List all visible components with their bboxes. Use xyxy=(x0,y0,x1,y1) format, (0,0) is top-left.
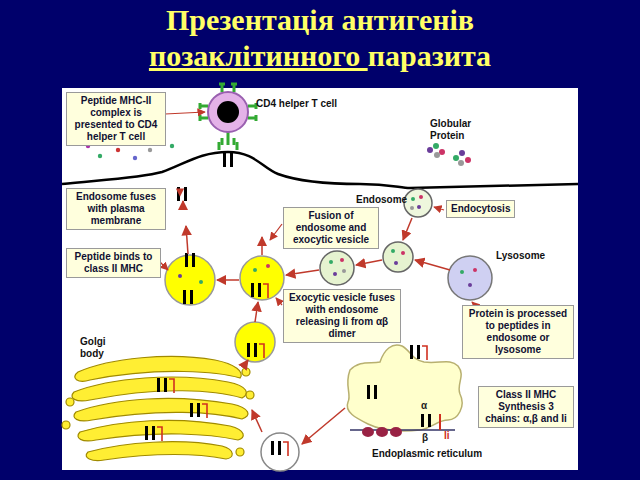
box-text: Endosome fuses with plasma membrane xyxy=(71,191,161,227)
pointer-arrows xyxy=(160,112,475,305)
t-cell xyxy=(200,84,256,167)
callout-box: Exocytic vesicle fuses with endosome rel… xyxy=(283,289,401,343)
part-label: Endoplasmic reticulum xyxy=(372,448,502,460)
part-label: CD4 helper T cell xyxy=(256,98,366,110)
callout-box: Protein is processed to peptides in endo… xyxy=(462,305,574,359)
part-label: Golgi body xyxy=(80,336,120,360)
part-label: Endosome xyxy=(356,194,410,206)
box-text: Endocytosis xyxy=(451,203,510,215)
box-text: Protein is processed to peptides in endo… xyxy=(467,308,569,356)
box-text: Exocytic vesicle fuses with endosome rel… xyxy=(288,292,396,340)
box-text: Peptide MHC-II complex is presented to C… xyxy=(71,95,161,143)
flow-arrows xyxy=(183,201,450,444)
part-label: α xyxy=(421,400,433,412)
part-label: Lysosome xyxy=(496,250,556,262)
box-text: Fusion of endosome and exocytic vesicle xyxy=(288,210,374,246)
part-label: β xyxy=(422,432,434,444)
part-label: Ii xyxy=(444,430,458,442)
callout-box: Peptide binds to class II MHC xyxy=(66,248,161,278)
title: Презентація антигенів позаклітинного пар… xyxy=(90,2,550,74)
callout-box: Endocytosis xyxy=(446,200,515,218)
callout-box: Endosome fuses with plasma membrane xyxy=(66,188,166,230)
callout-box: Class II MHC Synthesis 3 chains: α,β and… xyxy=(478,386,574,428)
box-text: Class II MHC Synthesis 3 chains: α,β and… xyxy=(483,389,569,425)
endosome xyxy=(404,189,432,217)
golgi-body xyxy=(62,356,254,460)
endoplasmic-reticulum xyxy=(347,345,462,437)
callout-box: Peptide MHC-II complex is presented to C… xyxy=(66,92,166,146)
callout-box: Fusion of endosome and exocytic vesicle xyxy=(283,207,379,249)
plasma-membrane xyxy=(62,152,578,188)
part-label: Globular Protein xyxy=(430,118,490,142)
box-text: Peptide binds to class II MHC xyxy=(71,251,156,275)
peptide-dots xyxy=(86,143,471,166)
